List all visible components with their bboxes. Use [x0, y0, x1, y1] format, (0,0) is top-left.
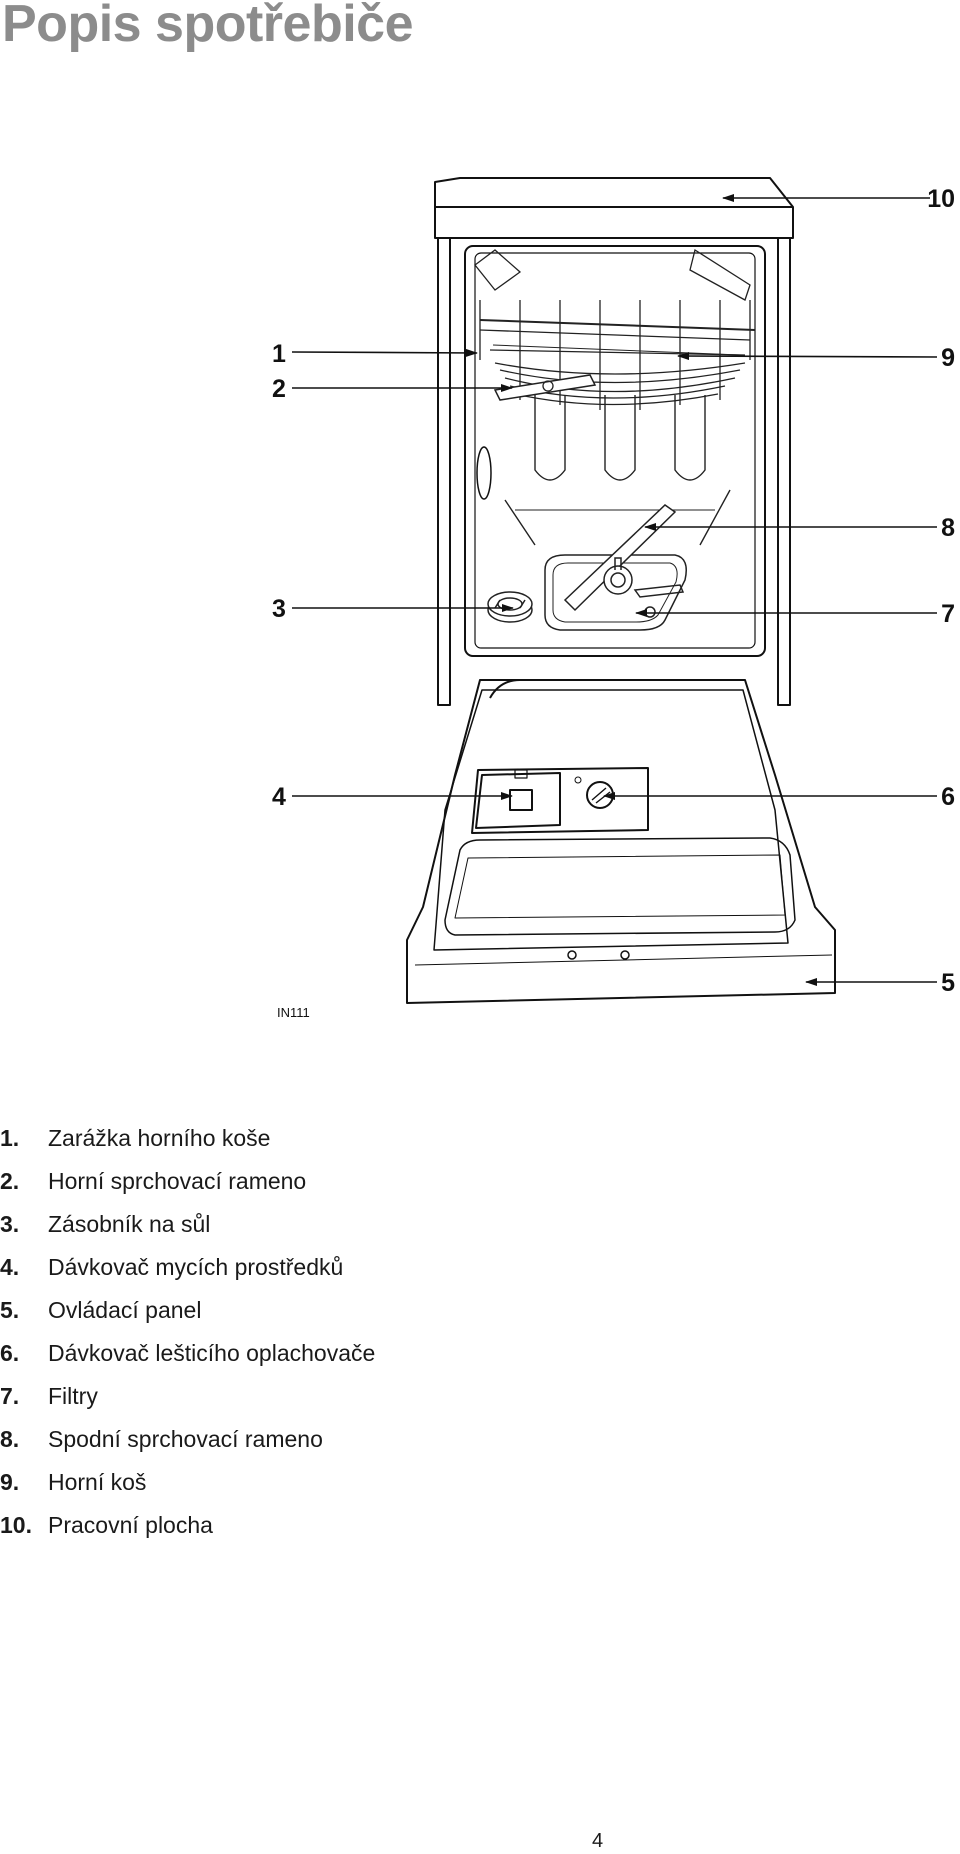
page-title: Popis spotřebiče: [2, 0, 414, 53]
list-item: 9. Horní koš: [0, 1461, 375, 1504]
sump-area: [487, 504, 687, 631]
item-number: 4.: [0, 1254, 20, 1280]
item-number: 5.: [0, 1297, 20, 1323]
item-number: 3.: [0, 1211, 20, 1237]
figure-code: IN111: [277, 1005, 310, 1020]
item-number: 1.: [0, 1125, 20, 1151]
leader-9: [677, 352, 938, 361]
callout-4: 4: [272, 783, 286, 811]
leader-1: [291, 348, 478, 357]
callout-leaders: [291, 194, 938, 986]
list-item: 1. Zarážka horního koše: [0, 1117, 375, 1160]
list-item: 3. Zásobník na sůl: [0, 1203, 375, 1246]
item-number: 9.: [0, 1469, 20, 1495]
item-label: Filtry: [48, 1383, 98, 1409]
callout-10: 10: [927, 185, 955, 213]
page-number: 4: [592, 1830, 604, 1852]
list-item: 2. Horní sprchovací rameno: [0, 1160, 375, 1203]
list-item: 10. Pracovní plocha: [0, 1504, 375, 1547]
list-item: 7. Filtry: [0, 1375, 375, 1418]
item-label: Pracovní plocha: [48, 1512, 213, 1538]
list-item: 4. Dávkovač mycích prostředků: [0, 1246, 375, 1289]
item-label: Zásobník na sůl: [48, 1211, 211, 1237]
item-number: 7.: [0, 1383, 20, 1409]
callout-9: 9: [941, 344, 955, 372]
parts-list: 1. Zarážka horního koše 2. Horní sprchovac…: [0, 1117, 375, 1547]
item-number: 2.: [0, 1168, 20, 1194]
item-number: 8.: [0, 1426, 20, 1452]
item-label: Spodní sprchovací rameno: [48, 1426, 323, 1452]
tub-channels: [504, 395, 731, 546]
item-label: Dávkovač lešticího oplachovače: [48, 1340, 376, 1366]
callout-8: 8: [941, 514, 955, 542]
callout-6: 6: [941, 783, 955, 811]
callout-7: 7: [941, 600, 955, 628]
callout-1: 1: [272, 340, 286, 368]
dishwasher-body: [434, 177, 794, 706]
item-label: Horní koš: [48, 1469, 147, 1495]
list-item: 6. Dávkovač lešticího oplachovače: [0, 1332, 375, 1375]
callout-2: 2: [272, 375, 286, 403]
item-label: Horní sprchovací rameno: [48, 1168, 307, 1194]
item-label: Ovládací panel: [48, 1297, 202, 1323]
callout-5: 5: [941, 969, 955, 997]
dishwasher-diagram: 10 1 9 2 8 3 7 4 6 5 IN111: [272, 177, 955, 1020]
item-number: 6.: [0, 1340, 20, 1366]
item-number: 10.: [0, 1512, 32, 1538]
item-label: Zarážka horního koše: [48, 1125, 271, 1151]
callout-3: 3: [272, 595, 286, 623]
list-item: 8. Spodní sprchovací rameno: [0, 1418, 375, 1461]
upper-basket: [474, 248, 756, 410]
item-label: Dávkovač mycích prostředků: [48, 1254, 344, 1280]
open-door: [406, 679, 836, 1004]
list-item: 5. Ovládací panel: [0, 1289, 375, 1332]
callout-numbers: 10 1 9 2 8 3 7 4 6 5: [272, 185, 955, 997]
